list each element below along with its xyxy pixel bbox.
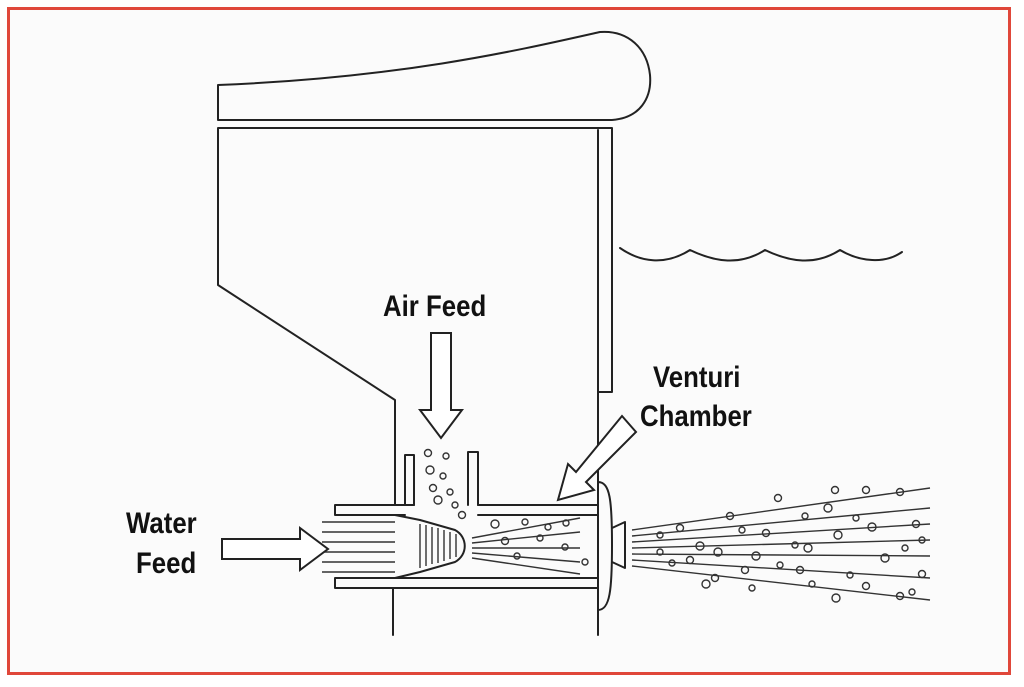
air-tube-left: [404, 454, 415, 506]
water-feed-arrow: [221, 526, 330, 572]
air-feed-label: Air Feed: [383, 290, 487, 323]
water-feed-label-line1: Water: [126, 507, 197, 540]
body-outline: [217, 127, 613, 506]
water-feed-label-line2: Feed: [136, 547, 197, 580]
chamber-bottom: [334, 577, 599, 589]
outlet-flange: [597, 481, 613, 611]
nozzle-ribs: [419, 524, 457, 568]
outlet-nozzle: [611, 521, 626, 569]
air-tube-right: [467, 451, 479, 506]
chamber-jet-lines: [471, 517, 581, 575]
venturi-chamber-arrow: [556, 414, 638, 502]
water-feed-lines: [322, 521, 395, 573]
lid: [217, 30, 652, 121]
air-feed-arrow: [418, 332, 464, 440]
water-surface: [619, 247, 903, 262]
chamber-top: [334, 504, 599, 516]
air-bubbles: [423, 448, 927, 603]
spray-lines: [631, 487, 931, 601]
venturi-chamber-label-line2: Chamber: [640, 400, 752, 433]
venturi-chamber-label-line1: Venturi: [653, 361, 741, 394]
nozzle: [394, 514, 466, 579]
